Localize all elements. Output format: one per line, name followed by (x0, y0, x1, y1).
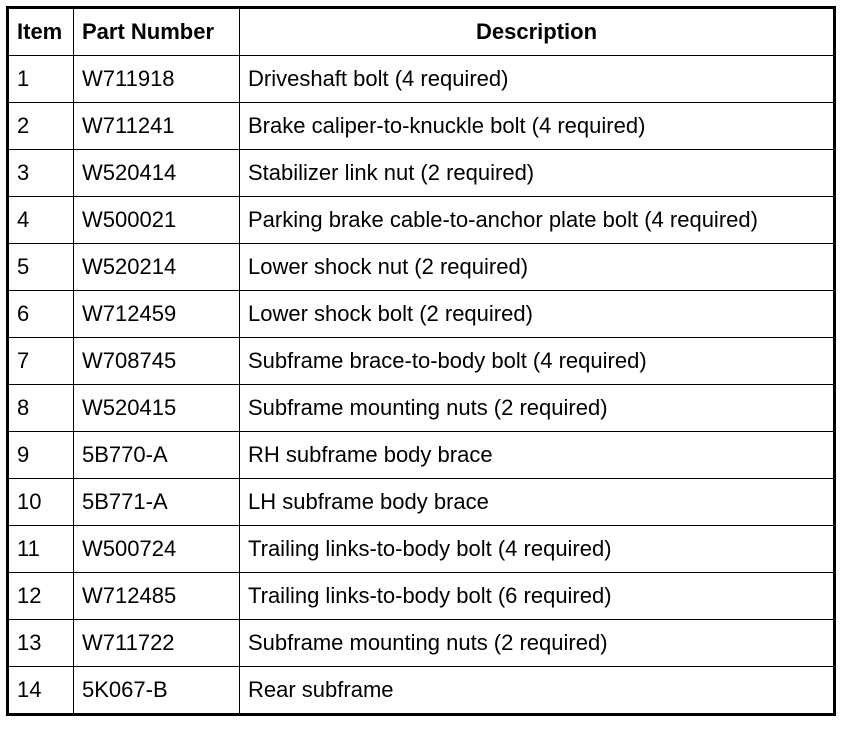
cell-description: LH subframe body brace (239, 478, 835, 526)
table-row: 13 W711722 Subframe mounting nuts (2 req… (7, 619, 835, 667)
cell-description: Brake caliper-to-knuckle bolt (4 require… (239, 102, 835, 150)
cell-item: 12 (7, 572, 74, 620)
cell-part-number: W520214 (73, 243, 240, 291)
table-row: 9 5B770-A RH subframe body brace (7, 431, 835, 479)
cell-part-number: W712459 (73, 290, 240, 338)
cell-item: 14 (7, 666, 74, 715)
header-row: Item Part Number Description (7, 7, 835, 56)
table-row: 8 W520415 Subframe mounting nuts (2 requ… (7, 384, 835, 432)
cell-item: 9 (7, 431, 74, 479)
cell-description: Driveshaft bolt (4 required) (239, 55, 835, 103)
table-row: 11 W500724 Trailing links-to-body bolt (… (7, 525, 835, 573)
table-row: 3 W520414 Stabilizer link nut (2 require… (7, 149, 835, 197)
cell-description: Lower shock nut (2 required) (239, 243, 835, 291)
cell-item: 6 (7, 290, 74, 338)
cell-item: 3 (7, 149, 74, 197)
cell-part-number: W711241 (73, 102, 240, 150)
cell-description: Trailing links-to-body bolt (4 required) (239, 525, 835, 573)
parts-table: Item Part Number Description 1 W711918 D… (6, 6, 836, 716)
cell-description: Lower shock bolt (2 required) (239, 290, 835, 338)
cell-description: Subframe mounting nuts (2 required) (239, 384, 835, 432)
table-row: 12 W712485 Trailing links-to-body bolt (… (7, 572, 835, 620)
cell-part-number: 5B770-A (73, 431, 240, 479)
cell-description: Parking brake cable-to-anchor plate bolt… (239, 196, 835, 244)
header-description: Description (239, 7, 835, 56)
cell-item: 10 (7, 478, 74, 526)
cell-part-number: 5K067-B (73, 666, 240, 715)
table-row: 1 W711918 Driveshaft bolt (4 required) (7, 55, 835, 103)
cell-item: 11 (7, 525, 74, 573)
table-row: 6 W712459 Lower shock bolt (2 required) (7, 290, 835, 338)
cell-part-number: W708745 (73, 337, 240, 385)
cell-part-number: W520414 (73, 149, 240, 197)
cell-description: Rear subframe (239, 666, 835, 715)
cell-part-number: W711918 (73, 55, 240, 103)
cell-part-number: W500724 (73, 525, 240, 573)
cell-item: 5 (7, 243, 74, 291)
cell-item: 13 (7, 619, 74, 667)
table-row: 4 W500021 Parking brake cable-to-anchor … (7, 196, 835, 244)
cell-part-number: W520415 (73, 384, 240, 432)
table-row: 2 W711241 Brake caliper-to-knuckle bolt … (7, 102, 835, 150)
table-row: 14 5K067-B Rear subframe (7, 666, 835, 715)
cell-item: 1 (7, 55, 74, 103)
cell-description: Trailing links-to-body bolt (6 required) (239, 572, 835, 620)
table-row: 10 5B771-A LH subframe body brace (7, 478, 835, 526)
table-body: 1 W711918 Driveshaft bolt (4 required) 2… (7, 55, 835, 715)
table-header: Item Part Number Description (7, 7, 835, 56)
cell-part-number: W711722 (73, 619, 240, 667)
header-part-number: Part Number (73, 7, 240, 56)
cell-description: Subframe brace-to-body bolt (4 required) (239, 337, 835, 385)
cell-item: 4 (7, 196, 74, 244)
cell-part-number: W500021 (73, 196, 240, 244)
cell-description: Stabilizer link nut (2 required) (239, 149, 835, 197)
cell-item: 2 (7, 102, 74, 150)
cell-item: 8 (7, 384, 74, 432)
table-row: 5 W520214 Lower shock nut (2 required) (7, 243, 835, 291)
cell-part-number: 5B771-A (73, 478, 240, 526)
cell-item: 7 (7, 337, 74, 385)
cell-description: Subframe mounting nuts (2 required) (239, 619, 835, 667)
cell-part-number: W712485 (73, 572, 240, 620)
table-row: 7 W708745 Subframe brace-to-body bolt (4… (7, 337, 835, 385)
header-item: Item (7, 7, 74, 56)
cell-description: RH subframe body brace (239, 431, 835, 479)
